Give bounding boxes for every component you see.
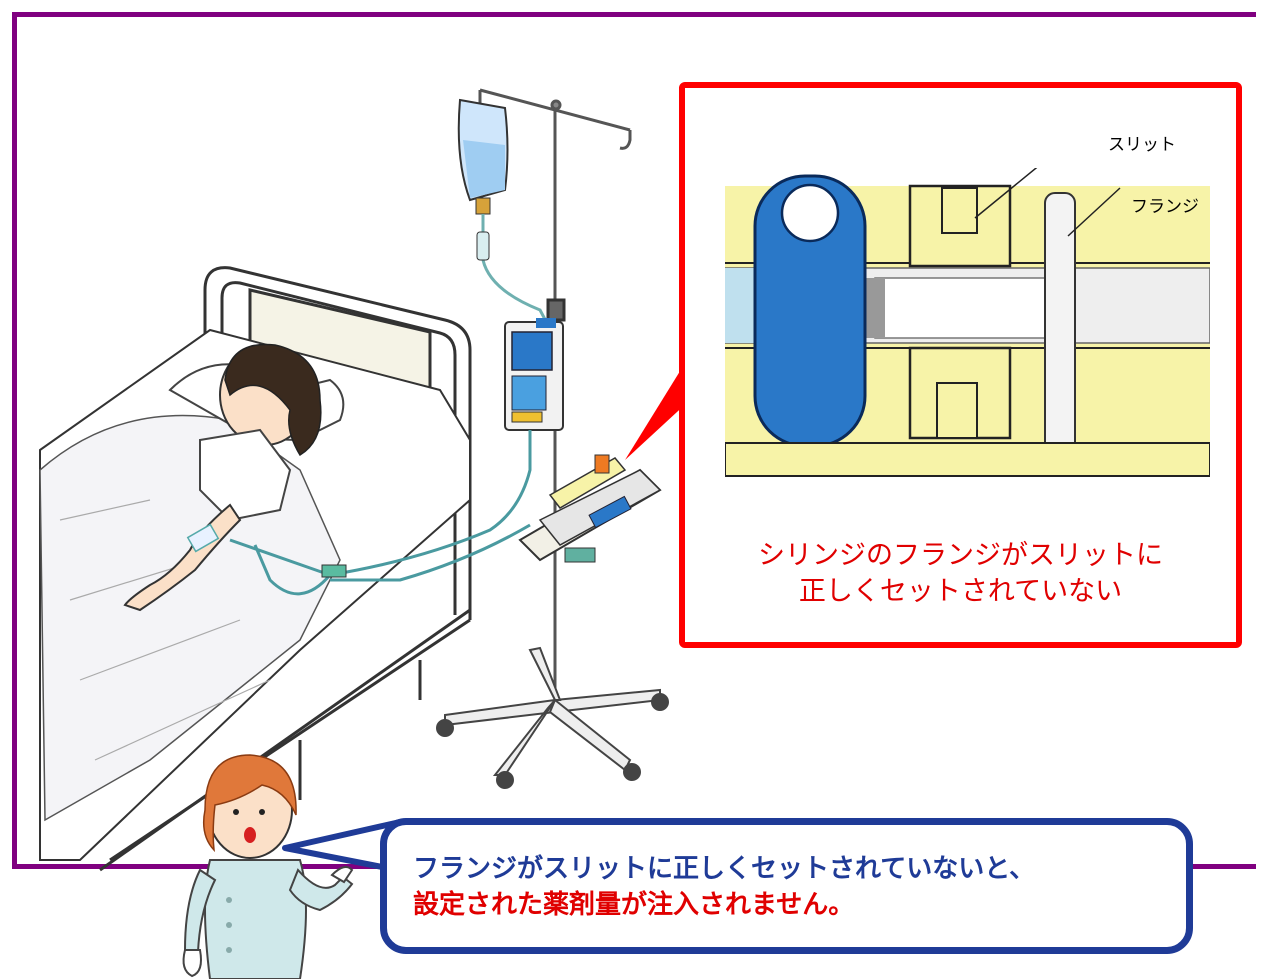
nurse-character — [182, 754, 354, 979]
caption-line-2: 正しくセットされていない — [798, 576, 1123, 607]
label-flange: フランジ — [1131, 197, 1199, 217]
label-slit: スリット — [1108, 135, 1176, 155]
bed-rail — [99, 608, 471, 872]
infusion-pump — [504, 318, 564, 431]
syringe-pump — [518, 454, 662, 563]
iv-bag — [457, 98, 550, 326]
patient — [123, 343, 345, 612]
bed-mattress — [39, 328, 471, 861]
detail-caption: シリンジのフランジがスリットに 正しくセットされていない — [685, 538, 1236, 610]
speech-bubble: フランジがスリットに正しくセットされていないと、 設定された薬剤量が注入されませ… — [380, 818, 1193, 954]
infusion-tubing — [229, 430, 532, 596]
callout-pointer — [625, 355, 690, 460]
speech-line-2: 設定された薬剤量が注入されません。 — [413, 890, 855, 920]
caption-line-1: シリンジのフランジがスリットに — [758, 540, 1163, 571]
speech-line-1: フランジがスリットに正しくセットされていないと、 — [413, 854, 1036, 884]
syringe-detail-illustration — [725, 168, 1210, 477]
detail-callout: スリット フランジ シリンジのフランジがスリットに 正しくセットされていない — [679, 82, 1242, 648]
iv-stand-base — [436, 646, 669, 789]
